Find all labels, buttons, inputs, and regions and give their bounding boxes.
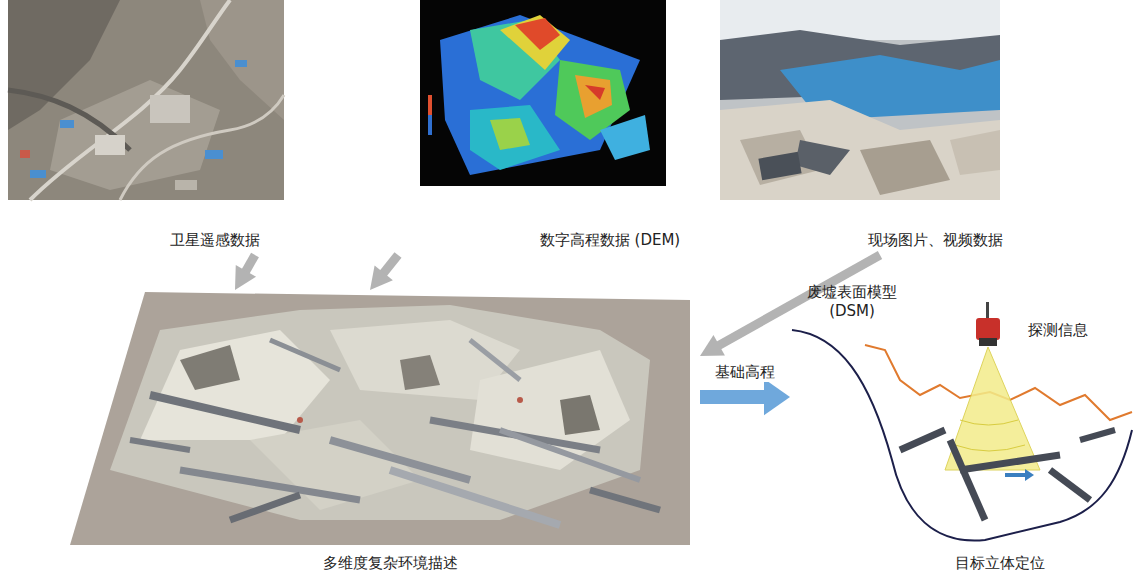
photo-panel: 现场图片、视频数据	[715, 2, 1015, 255]
dem-panel: 数字高程数据 (DEM)	[380, 2, 680, 255]
rubble-model	[70, 292, 690, 545]
probe-label: 探测信息	[1028, 321, 1108, 340]
caption: 卫星遥感数据	[170, 230, 260, 250]
arrow-shaft	[700, 390, 769, 404]
arrow-head	[700, 335, 725, 356]
flow-arrow	[700, 379, 790, 415]
satellite-image	[8, 0, 284, 200]
caption: 数字高程数据 (DEM)	[540, 230, 680, 250]
environment-panel: 多维度复杂环境描述	[65, 290, 700, 578]
arrow-head	[235, 265, 256, 290]
arrow-head	[764, 379, 790, 415]
dem-image	[420, 0, 666, 186]
arrow-head	[370, 266, 393, 290]
dsm-label: 废墟表面模型 (DSM)	[802, 283, 902, 321]
caption: 多维度复杂环境描述	[323, 553, 458, 573]
arrow-shaft	[715, 255, 880, 347]
flow-arrow	[235, 255, 256, 290]
caption: 目标立体定位	[955, 553, 1045, 573]
profile-drawing	[792, 302, 1132, 541]
caption: 现场图片、视频数据	[868, 230, 1003, 250]
edge-label: 基础高程	[713, 363, 777, 382]
flow-arrow	[370, 255, 398, 290]
satellite-panel: 卫星遥感数据	[8, 2, 286, 255]
site-photo	[720, 0, 1000, 200]
